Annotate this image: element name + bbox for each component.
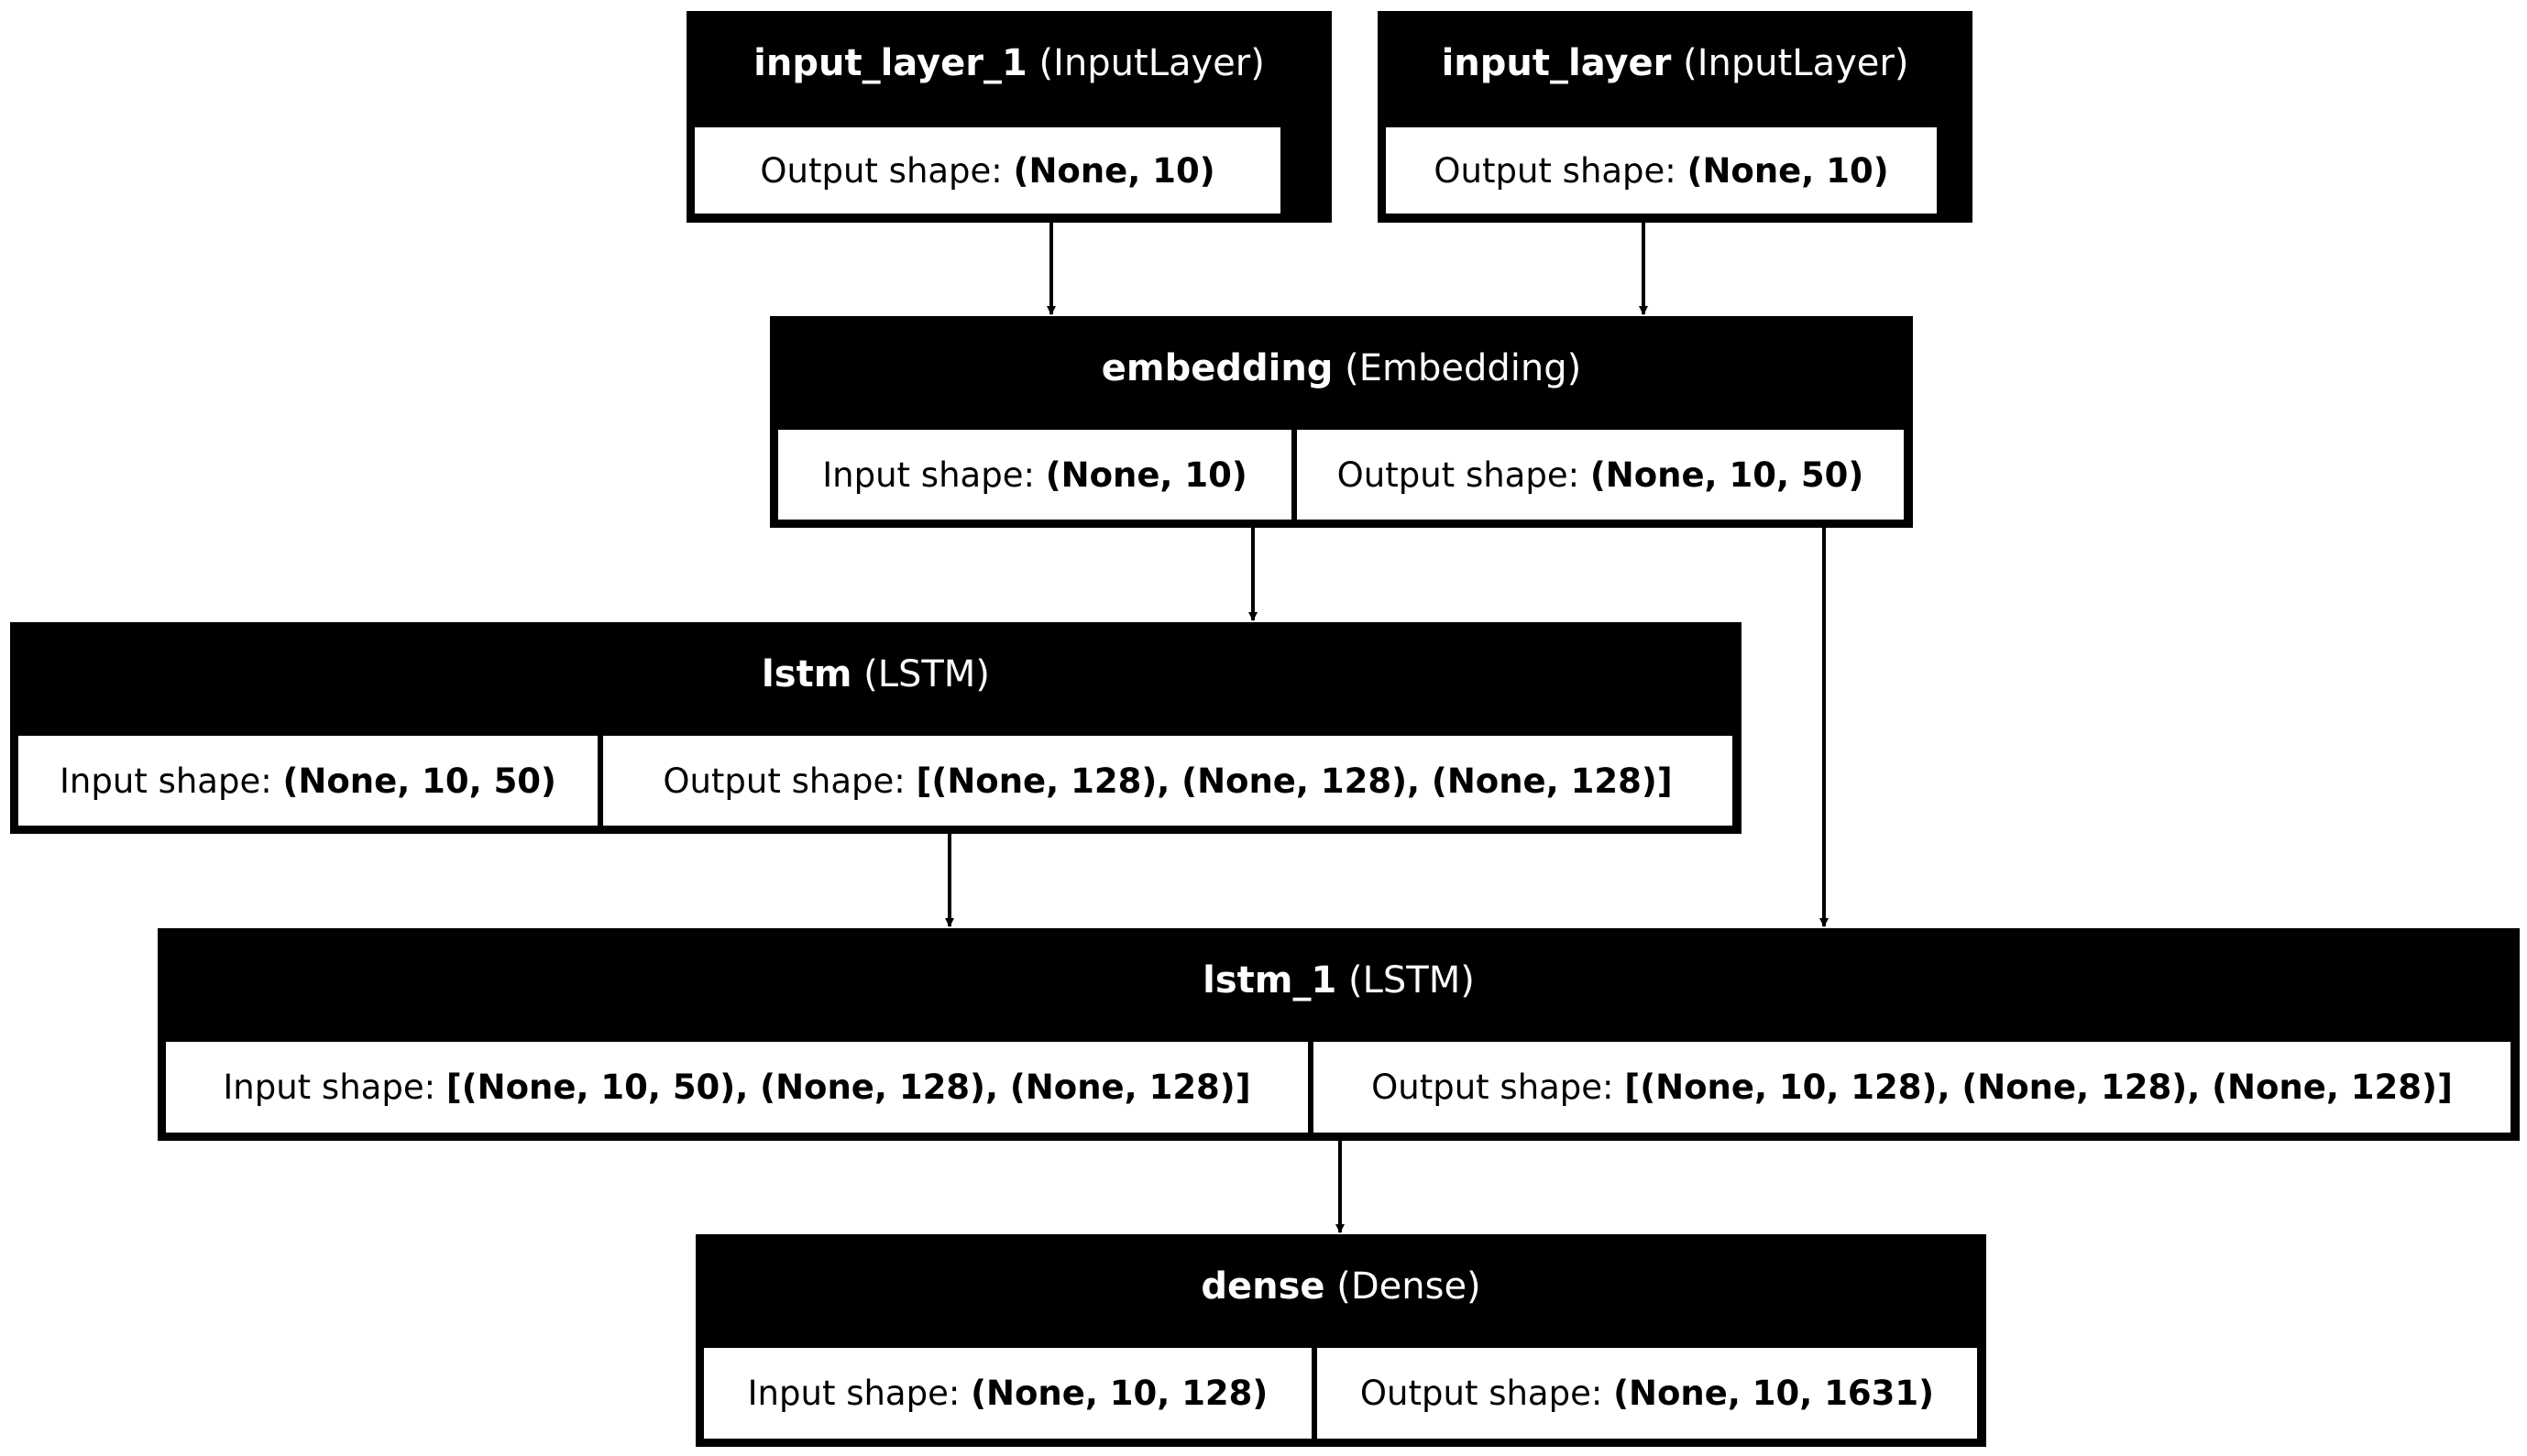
output-shape-cell: Output shape: (None, 10, 50) xyxy=(1297,430,1904,520)
node-header: input_layer (InputLayer) xyxy=(1378,11,1972,115)
output-shape-label: Output shape: xyxy=(1336,454,1590,495)
input-shape-label: Input shape: xyxy=(747,1374,972,1413)
layer-type: (LSTM) xyxy=(1348,959,1475,1002)
input-shape-value: (None, 10, 50) xyxy=(282,761,556,801)
output-shape-value: [(None, 128), (None, 128), (None, 128)] xyxy=(916,761,1673,801)
output-shape-value: [(None, 10, 128), (None, 128), (None, 12… xyxy=(1624,1067,2453,1107)
node-lstm-1: lstm_1 (LSTM) Input shape: [(None, 10, 5… xyxy=(158,928,2520,1141)
output-shape-cell: Output shape: [(None, 128), (None, 128),… xyxy=(603,736,1732,826)
output-shape-cell: Output shape: [(None, 10, 128), (None, 1… xyxy=(1313,1042,2511,1133)
input-shape-cell: Input shape: (None, 10, 128) xyxy=(704,1348,1312,1439)
node-input-layer-1: input_layer_1 (InputLayer) Output shape:… xyxy=(687,11,1332,223)
layer-name: lstm xyxy=(762,653,852,695)
output-shape-cell: Output shape: (None, 10) xyxy=(1386,127,1937,213)
input-shape-label: Input shape: xyxy=(60,761,283,801)
output-shape-label: Output shape: xyxy=(760,150,1014,191)
node-header: lstm_1 (LSTM) xyxy=(158,928,2520,1033)
layer-type: (Embedding) xyxy=(1345,347,1582,389)
output-shape-value: (None, 10, 1631) xyxy=(1613,1374,1935,1413)
output-shape-value: (None, 10) xyxy=(1686,150,1889,191)
layer-type: (LSTM) xyxy=(863,653,990,695)
input-shape-cell: Input shape: [(None, 10, 50), (None, 128… xyxy=(166,1042,1308,1133)
input-shape-label: Input shape: xyxy=(822,454,1046,495)
input-shape-cell: Input shape: (None, 10, 50) xyxy=(18,736,598,826)
layer-type: (InputLayer) xyxy=(1683,42,1909,84)
node-input-layer: input_layer (InputLayer) Output shape: (… xyxy=(1378,11,1972,223)
output-shape-cell: Output shape: (None, 10) xyxy=(695,127,1280,213)
node-lstm: lstm (LSTM) Input shape: (None, 10, 50) … xyxy=(10,622,1741,834)
output-shape-label: Output shape: xyxy=(1359,1374,1614,1413)
node-header: input_layer_1 (InputLayer) xyxy=(687,11,1332,115)
output-shape-value: (None, 10, 50) xyxy=(1589,454,1864,495)
node-header: lstm (LSTM) xyxy=(10,622,1741,727)
node-header: dense (Dense) xyxy=(696,1234,1986,1339)
input-shape-value: (None, 10, 128) xyxy=(971,1374,1269,1413)
node-dense: dense (Dense) Input shape: (None, 10, 12… xyxy=(696,1234,1986,1447)
output-shape-label: Output shape: xyxy=(663,761,917,801)
output-shape-value: (None, 10) xyxy=(1013,150,1215,191)
output-shape-label: Output shape: xyxy=(1371,1067,1625,1107)
node-header: embedding (Embedding) xyxy=(770,316,1913,421)
input-shape-cell: Input shape: (None, 10) xyxy=(778,430,1291,520)
output-shape-cell: Output shape: (None, 10, 1631) xyxy=(1317,1348,1977,1439)
layer-name: lstm_1 xyxy=(1203,959,1337,1002)
input-shape-value: (None, 10) xyxy=(1045,454,1247,495)
input-shape-label: Input shape: xyxy=(223,1067,446,1107)
layer-name: input_layer_1 xyxy=(753,42,1027,84)
input-shape-value: [(None, 10, 50), (None, 128), (None, 128… xyxy=(445,1067,1251,1107)
layer-name: dense xyxy=(1201,1265,1325,1308)
layer-name: embedding xyxy=(1101,347,1334,389)
node-embedding: embedding (Embedding) Input shape: (None… xyxy=(770,316,1913,528)
output-shape-label: Output shape: xyxy=(1434,150,1687,191)
layer-name: input_layer xyxy=(1441,42,1672,84)
layer-type: (InputLayer) xyxy=(1038,42,1265,84)
layer-type: (Dense) xyxy=(1336,1265,1481,1308)
